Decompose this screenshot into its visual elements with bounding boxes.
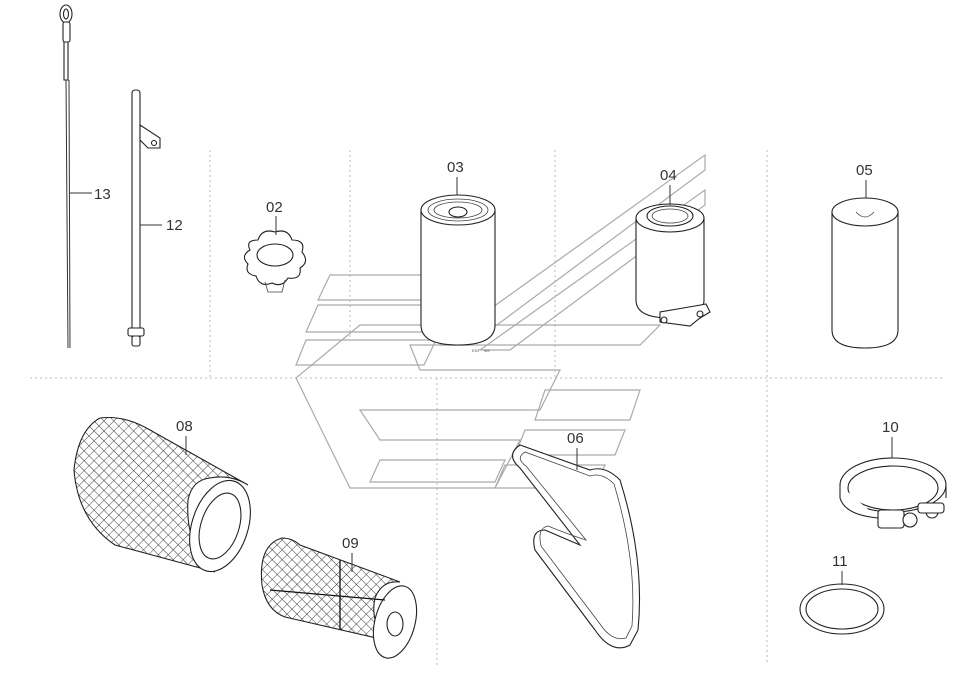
dipstick-tube (127, 89, 161, 347)
dipstick (59, 4, 73, 349)
oil-filter: ENT 5M (420, 194, 496, 353)
filter-element (831, 197, 899, 349)
hose-clamp (839, 457, 947, 529)
air-filter-inner (260, 537, 418, 659)
filter-print-2: 5M (484, 348, 490, 353)
brand-logo-watermark (295, 153, 706, 489)
callout-13: 13 (94, 186, 111, 203)
callout-05: 05 (856, 162, 873, 179)
seal-ring (799, 583, 885, 635)
callout-06: 06 (567, 430, 584, 447)
fuel-filter (635, 203, 711, 327)
callout-02: 02 (266, 199, 283, 216)
callout-03: 03 (447, 159, 464, 176)
callout-10: 10 (882, 419, 899, 436)
air-filter-outer (73, 416, 251, 573)
callout-12: 12 (166, 217, 183, 234)
drive-belt (511, 444, 641, 649)
callout-08: 08 (176, 418, 193, 435)
filter-print-1: ENT (472, 348, 481, 353)
callout-04: 04 (660, 167, 677, 184)
section-guides (30, 150, 945, 665)
callout-11: 11 (832, 553, 848, 570)
filler-cap (243, 230, 307, 293)
callout-09: 09 (342, 535, 359, 552)
